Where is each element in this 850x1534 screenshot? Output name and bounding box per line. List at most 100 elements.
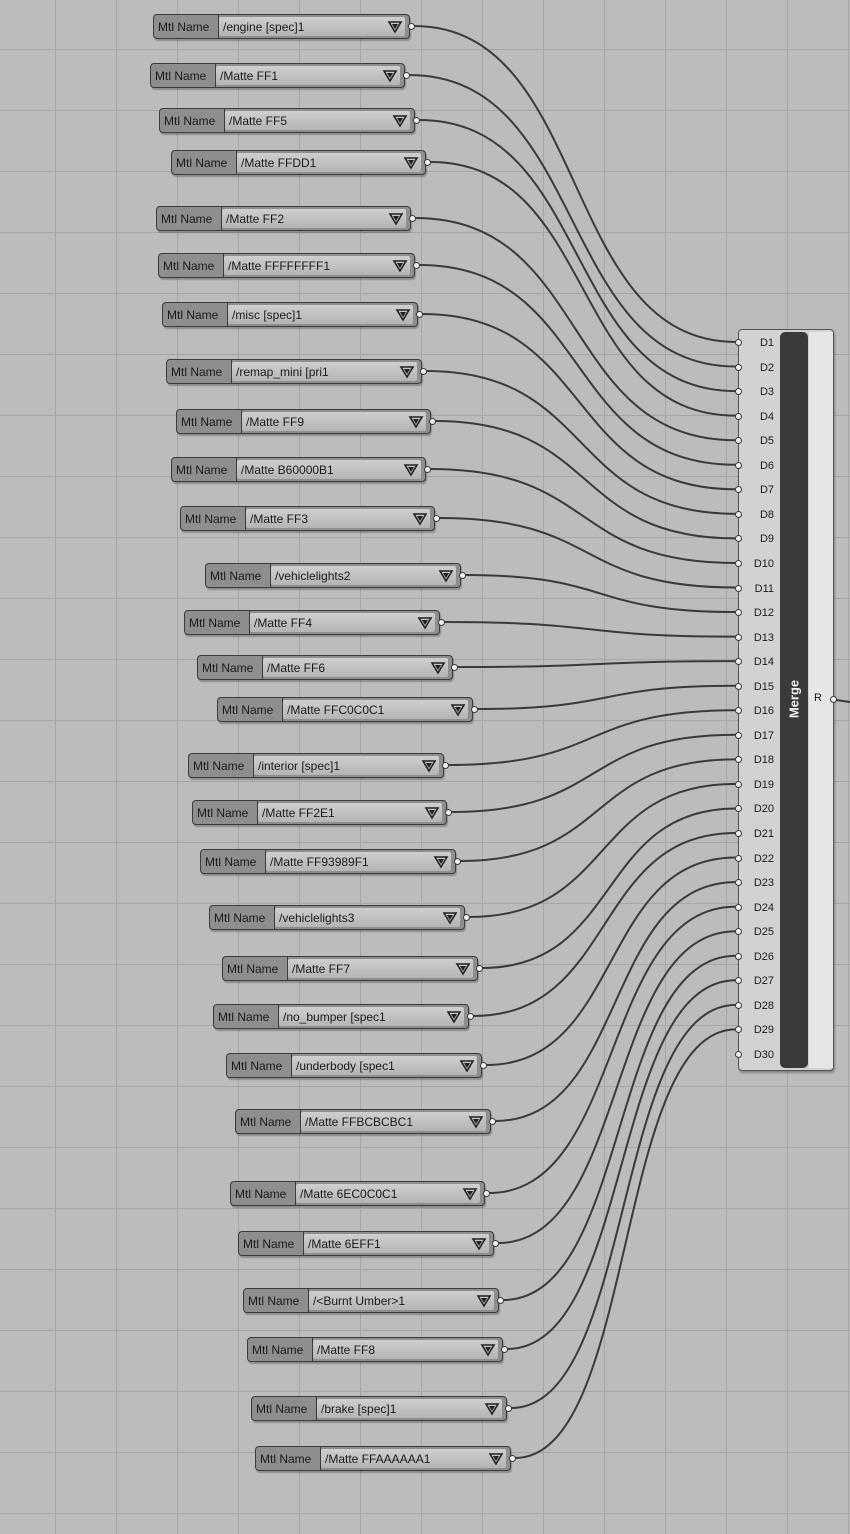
- dropdown-triangle-icon[interactable]: [450, 703, 466, 717]
- material-dropdown[interactable]: /Matte FFAAAAAA1: [321, 1449, 506, 1468]
- node-output-port[interactable]: [480, 1062, 487, 1069]
- mtl-name-node[interactable]: Mtl Name/Matte FF4: [184, 610, 445, 635]
- material-dropdown[interactable]: /underbody [spec1: [292, 1056, 477, 1075]
- node-output-port[interactable]: [429, 418, 436, 425]
- node-output-port[interactable]: [492, 1240, 499, 1247]
- node-output-port[interactable]: [445, 809, 452, 816]
- input-port-dot[interactable]: [735, 510, 742, 518]
- node-output-port[interactable]: [408, 23, 415, 30]
- dropdown-triangle-icon[interactable]: [468, 1115, 484, 1129]
- node-output-port[interactable]: [467, 1013, 474, 1020]
- input-port-dot[interactable]: [735, 879, 742, 887]
- input-port-dot[interactable]: [735, 584, 742, 592]
- input-port-dot[interactable]: [735, 388, 742, 396]
- merge-input-port[interactable]: D5: [735, 434, 774, 448]
- merge-input-port[interactable]: D4: [735, 410, 774, 424]
- material-dropdown[interactable]: /engine [spec]1: [219, 17, 405, 36]
- mtl-name-node[interactable]: Mtl Name/Matte FF2E1: [192, 800, 452, 825]
- mtl-name-node[interactable]: Mtl Name/engine [spec]1: [153, 14, 415, 39]
- dropdown-triangle-icon[interactable]: [471, 1237, 487, 1251]
- input-port-dot[interactable]: [735, 633, 742, 641]
- merge-input-port[interactable]: D3: [735, 385, 774, 399]
- dropdown-triangle-icon[interactable]: [459, 1059, 475, 1073]
- merge-input-port[interactable]: D25: [735, 925, 774, 939]
- mtl-name-node[interactable]: Mtl Name/vehiclelights2: [205, 563, 466, 588]
- merge-input-port[interactable]: D14: [735, 655, 774, 669]
- merge-input-port[interactable]: D29: [735, 1023, 774, 1037]
- node-output-port[interactable]: [424, 466, 431, 473]
- material-dropdown[interactable]: /Matte FFDD1: [237, 153, 421, 172]
- material-dropdown[interactable]: /Matte 6EFF1: [304, 1234, 489, 1253]
- node-output-port[interactable]: [505, 1405, 512, 1412]
- dropdown-triangle-icon[interactable]: [417, 616, 433, 630]
- dropdown-triangle-icon[interactable]: [395, 308, 411, 322]
- dropdown-triangle-icon[interactable]: [446, 1010, 462, 1024]
- input-port-dot[interactable]: [735, 805, 742, 813]
- material-dropdown[interactable]: /Matte FF93989F1: [266, 852, 451, 871]
- merge-input-port[interactable]: D24: [735, 901, 774, 915]
- merge-input-port[interactable]: D2: [735, 361, 774, 375]
- input-port-dot[interactable]: [735, 1050, 742, 1058]
- node-output-port[interactable]: [416, 311, 423, 318]
- node-output-port[interactable]: [420, 368, 427, 375]
- mtl-name-node[interactable]: Mtl Name/Matte FF6: [197, 655, 458, 680]
- merge-input-port[interactable]: D15: [735, 680, 774, 694]
- material-dropdown[interactable]: /Matte FFC0C0C1: [283, 700, 468, 719]
- dropdown-triangle-icon[interactable]: [392, 114, 408, 128]
- input-port-dot[interactable]: [735, 903, 742, 911]
- material-dropdown[interactable]: /no_bumper [spec1: [279, 1007, 464, 1026]
- material-dropdown[interactable]: /Matte FFFFFFFF1: [224, 256, 410, 275]
- node-output-port[interactable]: [476, 965, 483, 972]
- input-port-dot[interactable]: [735, 609, 742, 617]
- merge-input-port[interactable]: D1: [735, 336, 774, 350]
- input-port-dot[interactable]: [735, 682, 742, 690]
- node-output-port[interactable]: [438, 619, 445, 626]
- input-port-dot[interactable]: [735, 486, 742, 494]
- node-output-port[interactable]: [471, 706, 478, 713]
- dropdown-triangle-icon[interactable]: [433, 855, 449, 869]
- dropdown-triangle-icon[interactable]: [484, 1402, 500, 1416]
- dropdown-triangle-icon[interactable]: [392, 259, 408, 273]
- dropdown-triangle-icon[interactable]: [421, 759, 437, 773]
- material-dropdown[interactable]: /remap_mini [pri1: [232, 362, 417, 381]
- merge-input-port[interactable]: D7: [735, 483, 774, 497]
- merge-output-port[interactable]: [830, 696, 837, 703]
- material-dropdown[interactable]: /Matte FF2E1: [258, 803, 442, 822]
- node-output-port[interactable]: [413, 117, 420, 124]
- merge-input-port[interactable]: D18: [735, 753, 774, 767]
- mtl-name-node[interactable]: Mtl Name/Matte FF93989F1: [200, 849, 461, 874]
- merge-input-port[interactable]: D17: [735, 729, 774, 743]
- dropdown-triangle-icon[interactable]: [455, 962, 471, 976]
- material-dropdown[interactable]: /vehiclelights3: [275, 908, 460, 927]
- node-output-port[interactable]: [483, 1190, 490, 1197]
- material-dropdown[interactable]: /Matte FF3: [246, 509, 430, 528]
- mtl-name-node[interactable]: Mtl Name/Matte FF3: [180, 506, 440, 531]
- dropdown-triangle-icon[interactable]: [480, 1343, 496, 1357]
- mtl-name-node[interactable]: Mtl Name/Matte FF1: [150, 63, 410, 88]
- dropdown-triangle-icon[interactable]: [388, 212, 404, 226]
- node-output-port[interactable]: [489, 1118, 496, 1125]
- input-port-dot[interactable]: [735, 707, 742, 715]
- merge-input-port[interactable]: D10: [735, 557, 774, 571]
- merge-input-port[interactable]: D21: [735, 827, 774, 841]
- merge-input-port[interactable]: D20: [735, 802, 774, 816]
- merge-input-port[interactable]: D11: [735, 582, 774, 596]
- node-output-port[interactable]: [497, 1297, 504, 1304]
- dropdown-triangle-icon[interactable]: [488, 1452, 504, 1466]
- dropdown-triangle-icon[interactable]: [476, 1294, 492, 1308]
- input-port-dot[interactable]: [735, 412, 742, 420]
- material-dropdown[interactable]: /Matte 6EC0C0C1: [296, 1184, 480, 1203]
- input-port-dot[interactable]: [735, 658, 742, 666]
- mtl-name-node[interactable]: Mtl Name/no_bumper [spec1: [213, 1004, 474, 1029]
- merge-input-port[interactable]: D9: [735, 532, 774, 546]
- node-output-port[interactable]: [509, 1455, 516, 1462]
- node-output-port[interactable]: [501, 1346, 508, 1353]
- node-output-port[interactable]: [413, 262, 420, 269]
- merge-input-port[interactable]: D28: [735, 999, 774, 1013]
- mtl-name-node[interactable]: Mtl Name/Matte FF7: [222, 956, 483, 981]
- material-dropdown[interactable]: /Matte FFBCBCBC1: [301, 1112, 486, 1131]
- node-output-port[interactable]: [409, 215, 416, 222]
- mtl-name-node[interactable]: Mtl Name/Matte FFDD1: [171, 150, 431, 175]
- node-output-port[interactable]: [459, 572, 466, 579]
- input-port-dot[interactable]: [735, 756, 742, 764]
